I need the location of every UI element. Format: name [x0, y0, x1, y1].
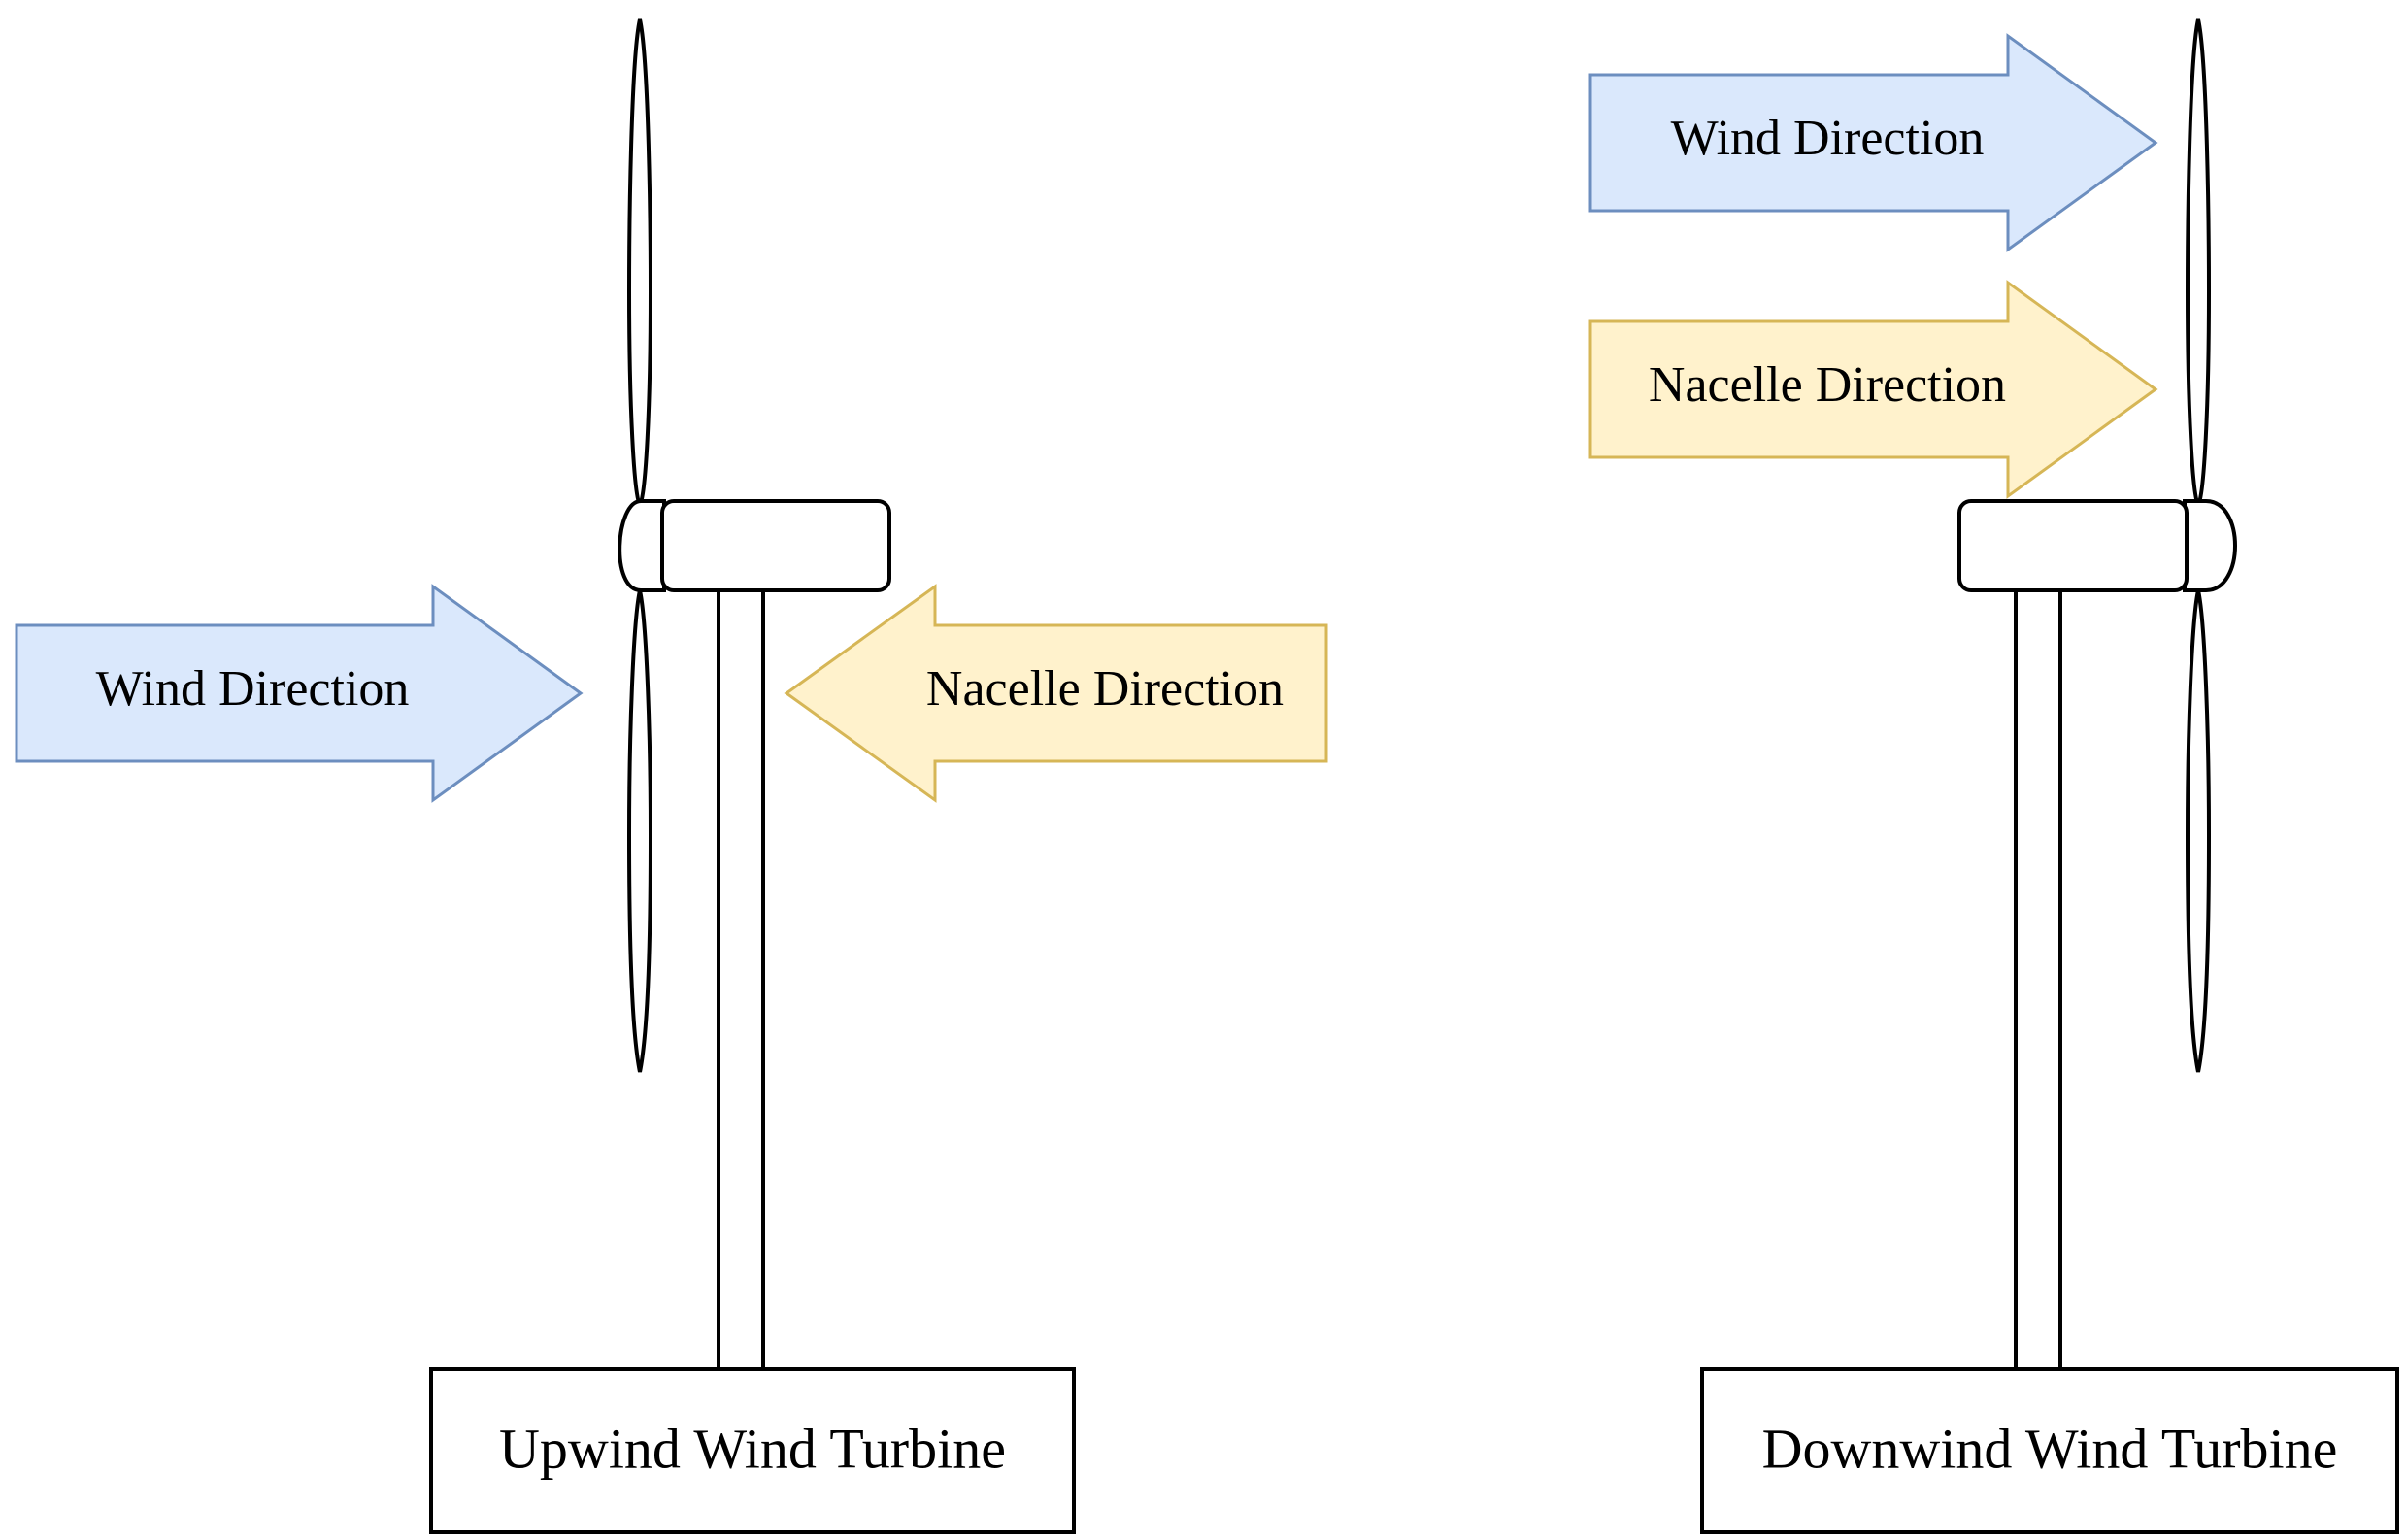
upwind-wind-label: Wind Direction — [96, 661, 410, 717]
upwind-hub — [618, 499, 666, 592]
upwind-nacelle-label: Nacelle Direction — [926, 661, 1284, 717]
downwind-wind-arrow: Wind Direction — [1588, 33, 2158, 252]
downwind-blade-lower — [2185, 589, 2212, 1073]
upwind-wind-arrow: Wind Direction — [15, 584, 584, 803]
upwind-nacelle-arrow-shape — [784, 584, 1328, 803]
downwind-wind-arrow-shape — [1588, 33, 2158, 252]
downwind-base-label: Downwind Wind Turbine — [1762, 1417, 2338, 1480]
upwind-nacelle-arrow: Nacelle Direction — [784, 584, 1328, 803]
downwind-turbine: Downwind Wind Turbine — [1700, 18, 2399, 1534]
downwind-wind-label: Wind Direction — [1671, 111, 1985, 166]
upwind-blade-upper — [626, 18, 653, 509]
downwind-base-box — [1700, 1367, 2399, 1534]
downwind-tower — [2014, 585, 2062, 1371]
downwind-blade-upper — [2185, 18, 2212, 509]
downwind-hub — [2183, 499, 2237, 592]
upwind-base-label: Upwind Wind Turbine — [499, 1417, 1006, 1480]
upwind-turbine: Upwind Wind Turbine — [429, 18, 1076, 1534]
downwind-nacelle-arrow: Nacelle Direction — [1588, 280, 2158, 499]
upwind-base-box — [429, 1367, 1076, 1534]
downwind-nacelle-label: Nacelle Direction — [1649, 357, 2006, 413]
downwind-nacelle-arrow-shape — [1588, 280, 2158, 499]
upwind-wind-arrow-shape — [15, 584, 584, 803]
upwind-nacelle — [660, 499, 891, 592]
downwind-nacelle — [1957, 499, 2189, 592]
upwind-tower — [717, 585, 765, 1371]
upwind-blade-lower — [626, 589, 653, 1073]
